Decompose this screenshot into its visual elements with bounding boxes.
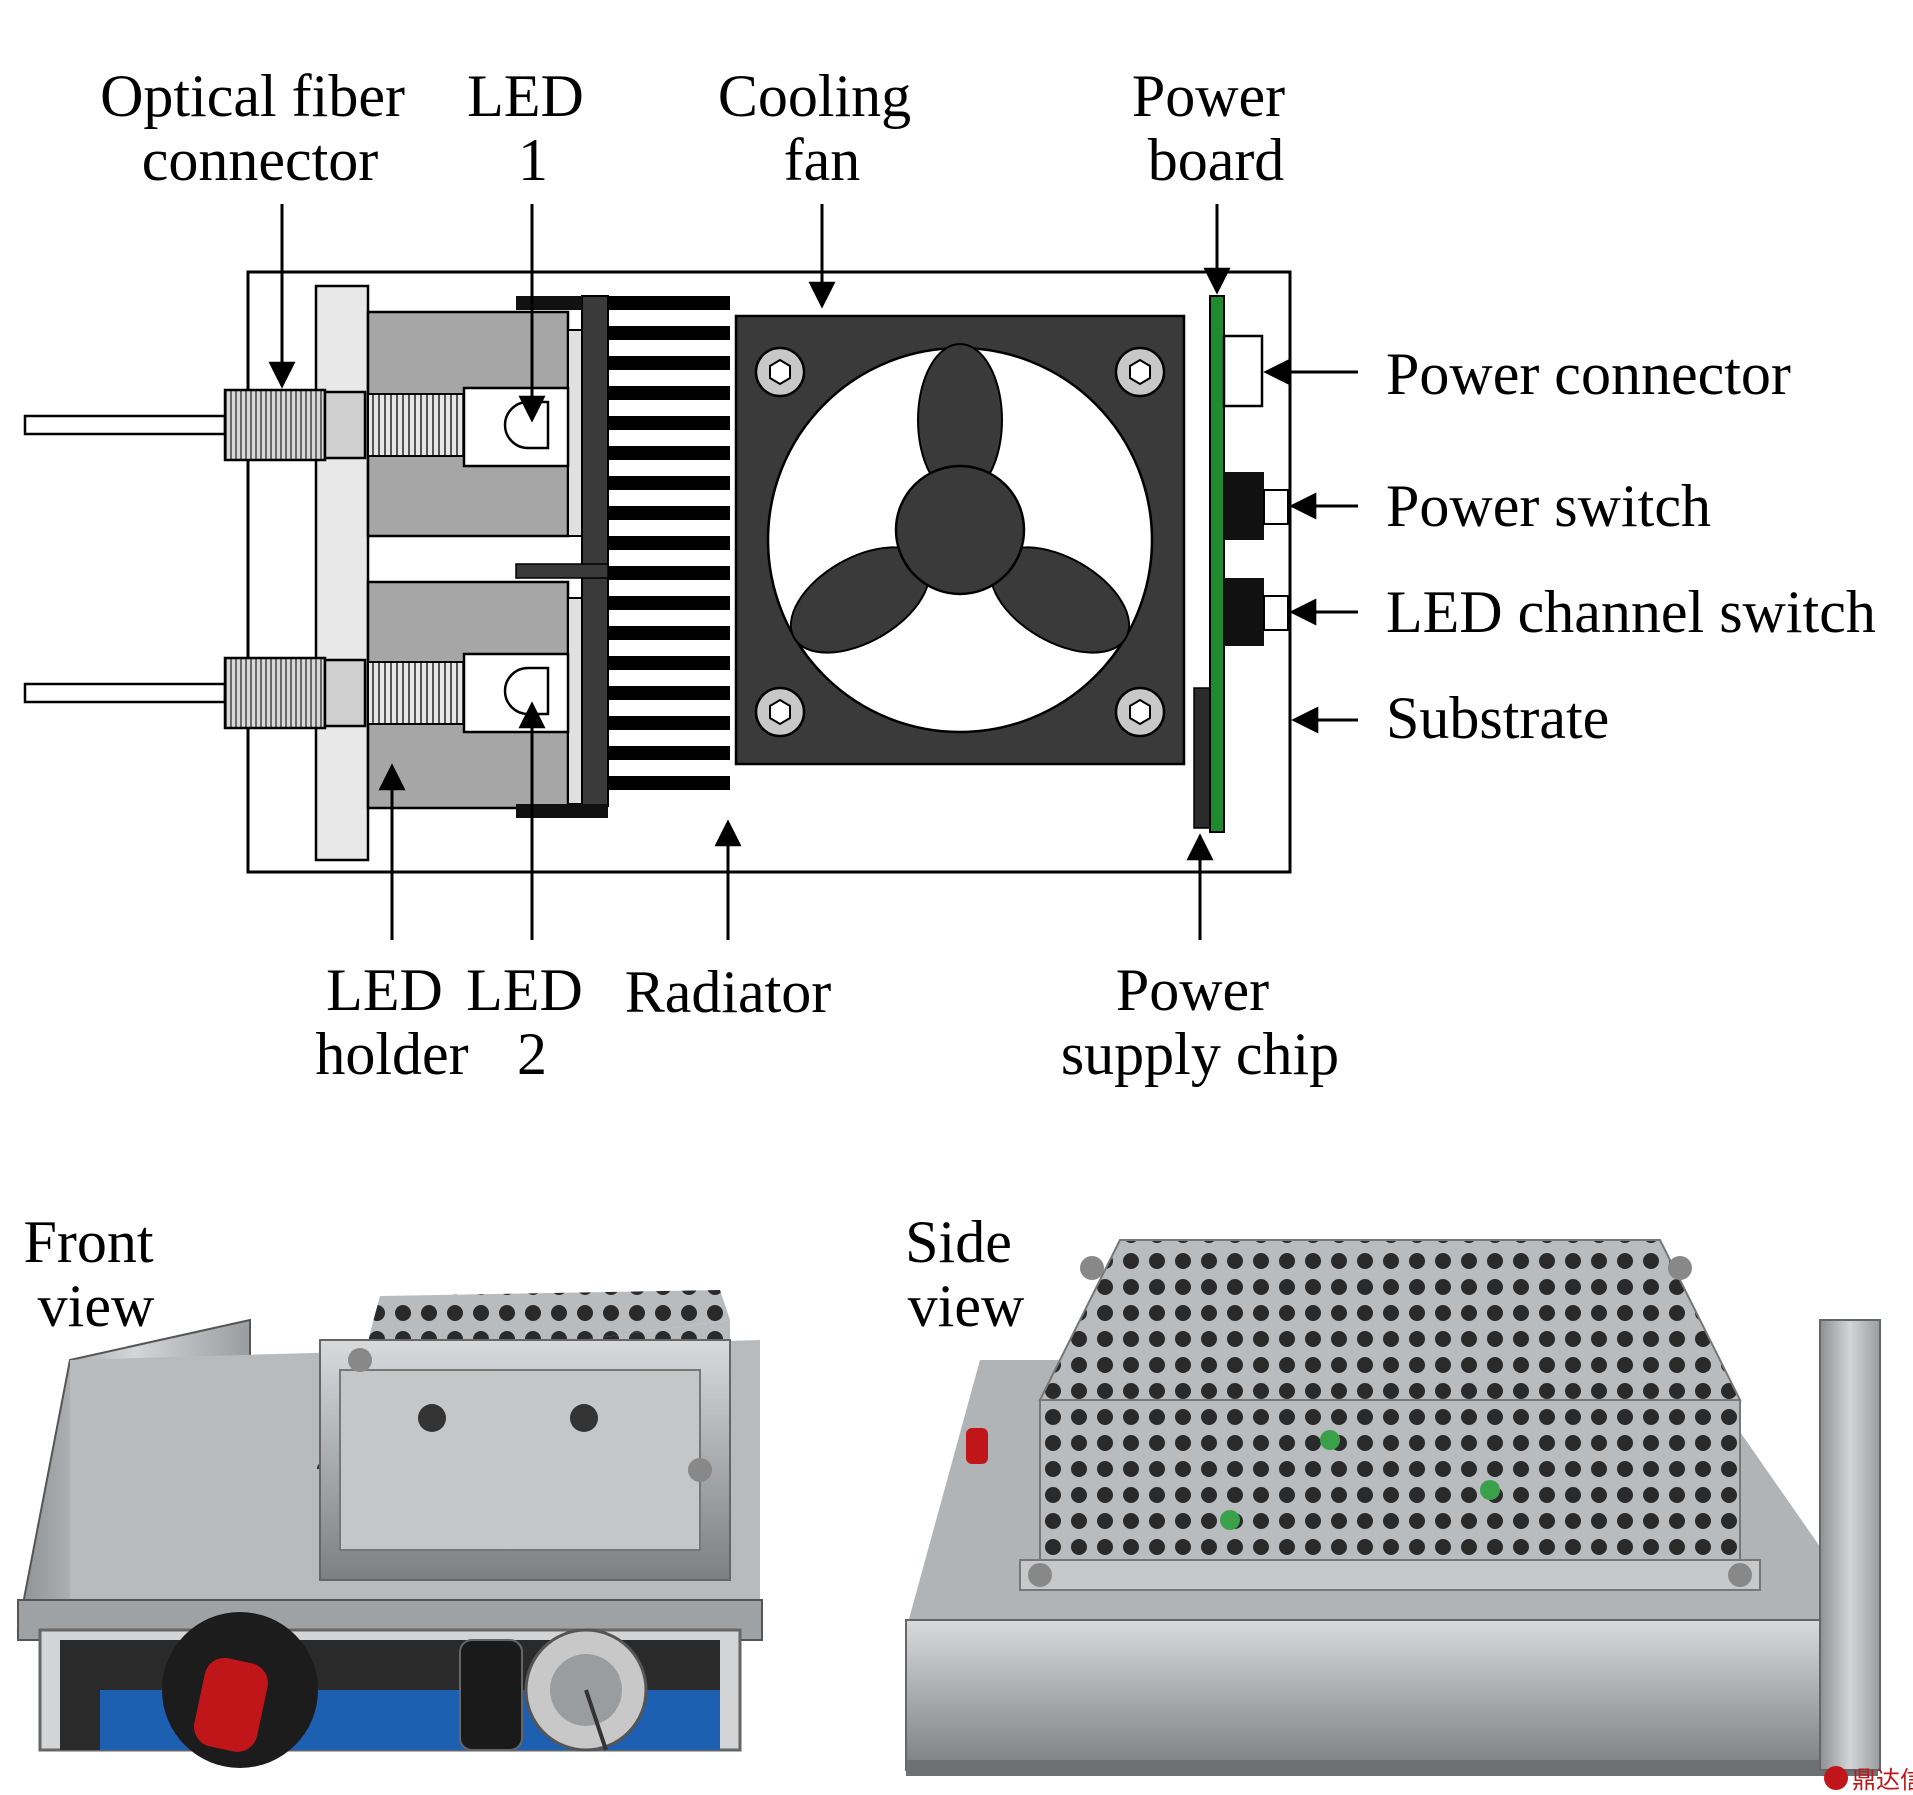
label-power-connector: Power connector xyxy=(1386,341,1791,407)
radiator-fin xyxy=(608,296,730,310)
label-optical-fiber-connector: Optical fiber connector xyxy=(100,63,420,193)
holder-plate-lower xyxy=(567,597,583,805)
label-led-2: LED 2 xyxy=(466,957,598,1087)
fiber-1-nut xyxy=(323,390,367,460)
radiator-fin xyxy=(608,626,730,640)
label-substrate: Substrate xyxy=(1386,685,1609,751)
led-2-assembly xyxy=(23,652,570,734)
power-switch-body xyxy=(1224,472,1264,540)
holder-plate-upper xyxy=(567,329,583,537)
radiator xyxy=(515,295,730,818)
fiber-1-thread xyxy=(367,393,465,457)
radiator-fin xyxy=(608,656,730,670)
front-plate xyxy=(314,284,370,862)
label-front-view: Front view xyxy=(23,1209,168,1339)
fiber-2 xyxy=(23,682,227,704)
fiber-1-knurl xyxy=(223,388,327,462)
radiator-fin xyxy=(608,566,730,580)
power-board xyxy=(1209,295,1225,833)
radiator-fin xyxy=(608,386,730,400)
fiber-1 xyxy=(23,414,227,436)
led-1 xyxy=(503,400,550,450)
label-led-1: LED 1 xyxy=(467,63,599,193)
label-power-supply-chip: Power supply chip xyxy=(1061,957,1339,1087)
label-power-switch: Power switch xyxy=(1386,473,1711,539)
side-view-photo xyxy=(905,1239,1881,1776)
fan-screw xyxy=(754,346,806,398)
radiator-fin xyxy=(608,746,730,760)
fan-screw xyxy=(1114,346,1166,398)
radiator-fin xyxy=(608,476,730,490)
label-radiator: Radiator xyxy=(625,959,832,1025)
label-led-channel-switch: LED channel switch xyxy=(1386,579,1876,645)
radiator-fin xyxy=(608,686,730,700)
radiator-fin xyxy=(608,716,730,730)
led-1-assembly xyxy=(23,386,570,468)
fiber-2-nut xyxy=(323,658,367,728)
radiator-fin xyxy=(608,506,730,520)
svg-text:鼎达信: 鼎达信 xyxy=(1852,1766,1913,1794)
front-view-photo xyxy=(16,1290,763,1768)
radiator-fin xyxy=(608,356,730,370)
power-supply-chip xyxy=(1193,687,1211,829)
radiator-fin xyxy=(608,326,730,340)
power-switch-lever xyxy=(1263,489,1289,525)
watermark: 鼎达信 xyxy=(1824,1766,1913,1794)
leader-arrows xyxy=(268,204,1358,940)
radiator-fin xyxy=(608,776,730,790)
schematic: Optical fiber connector LED 1 Cooling fa… xyxy=(23,63,1876,1087)
led-2-housing xyxy=(462,652,570,734)
fiber-2-knurl xyxy=(223,656,327,730)
led-channel-switch-lever xyxy=(1263,595,1289,631)
radiator-fin xyxy=(608,596,730,610)
label-power-board: Power board xyxy=(1132,63,1300,193)
radiator-fin xyxy=(608,536,730,550)
power-connector xyxy=(1222,334,1264,408)
radiator-fin xyxy=(608,416,730,430)
fan-screw xyxy=(754,686,806,738)
fan-screw xyxy=(1114,686,1166,738)
label-led-holder: LED holder xyxy=(315,957,468,1087)
label-side-view: Side view xyxy=(905,1209,1027,1339)
fiber-2-thread xyxy=(367,661,465,725)
label-cooling-fan: Cooling fan xyxy=(718,63,926,193)
cooling-fan xyxy=(734,314,1186,766)
led-2 xyxy=(503,666,550,716)
radiator-fin xyxy=(608,446,730,460)
led-channel-switch-body xyxy=(1224,578,1264,646)
